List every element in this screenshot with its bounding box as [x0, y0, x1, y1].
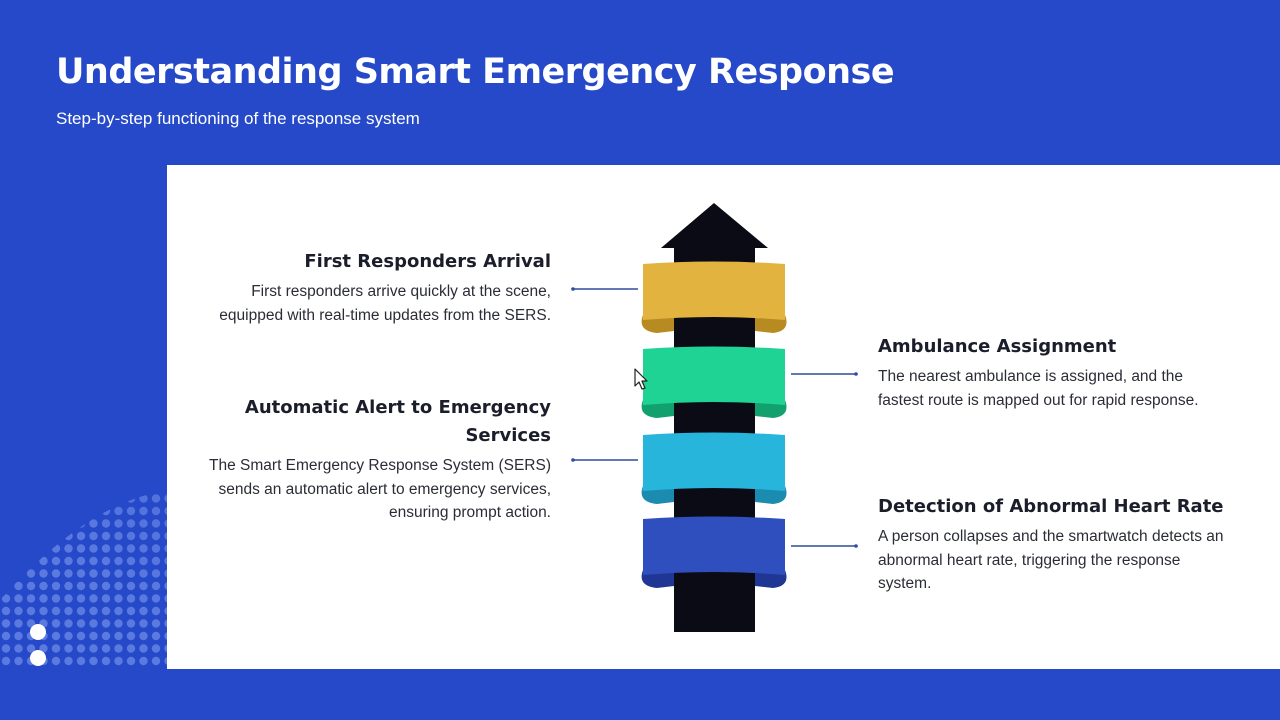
step-title: Automatic Alert to Emergency Services: [206, 394, 551, 450]
slide-subtitle: Step-by-step functioning of the response…: [56, 109, 420, 129]
step-description: The nearest ambulance is assigned, and t…: [878, 365, 1228, 412]
white-dot-decoration: [30, 650, 46, 666]
slide-title: Understanding Smart Emergency Response: [56, 52, 894, 92]
white-dot-decoration: [30, 624, 46, 640]
mouse-cursor-icon: [634, 368, 650, 392]
step-alert: Automatic Alert to Emergency Services Th…: [206, 394, 551, 525]
step-title: Ambulance Assignment: [878, 333, 1228, 361]
step-detection: Detection of Abnormal Heart Rate A perso…: [878, 493, 1228, 596]
step-description: The Smart Emergency Response System (SER…: [206, 454, 551, 525]
step-ambulance: Ambulance Assignment The nearest ambulan…: [878, 333, 1228, 412]
step-description: A person collapses and the smartwatch de…: [878, 525, 1228, 596]
bottom-bar: [0, 669, 1280, 720]
step-title: Detection of Abnormal Heart Rate: [878, 493, 1228, 521]
step-description: First responders arrive quickly at the s…: [206, 280, 551, 327]
step-first-responders: First Responders Arrival First responder…: [206, 248, 551, 327]
step-title: First Responders Arrival: [206, 248, 551, 276]
arrow-head: [661, 203, 768, 248]
content-card: First Responders Arrival First responder…: [167, 165, 1280, 669]
